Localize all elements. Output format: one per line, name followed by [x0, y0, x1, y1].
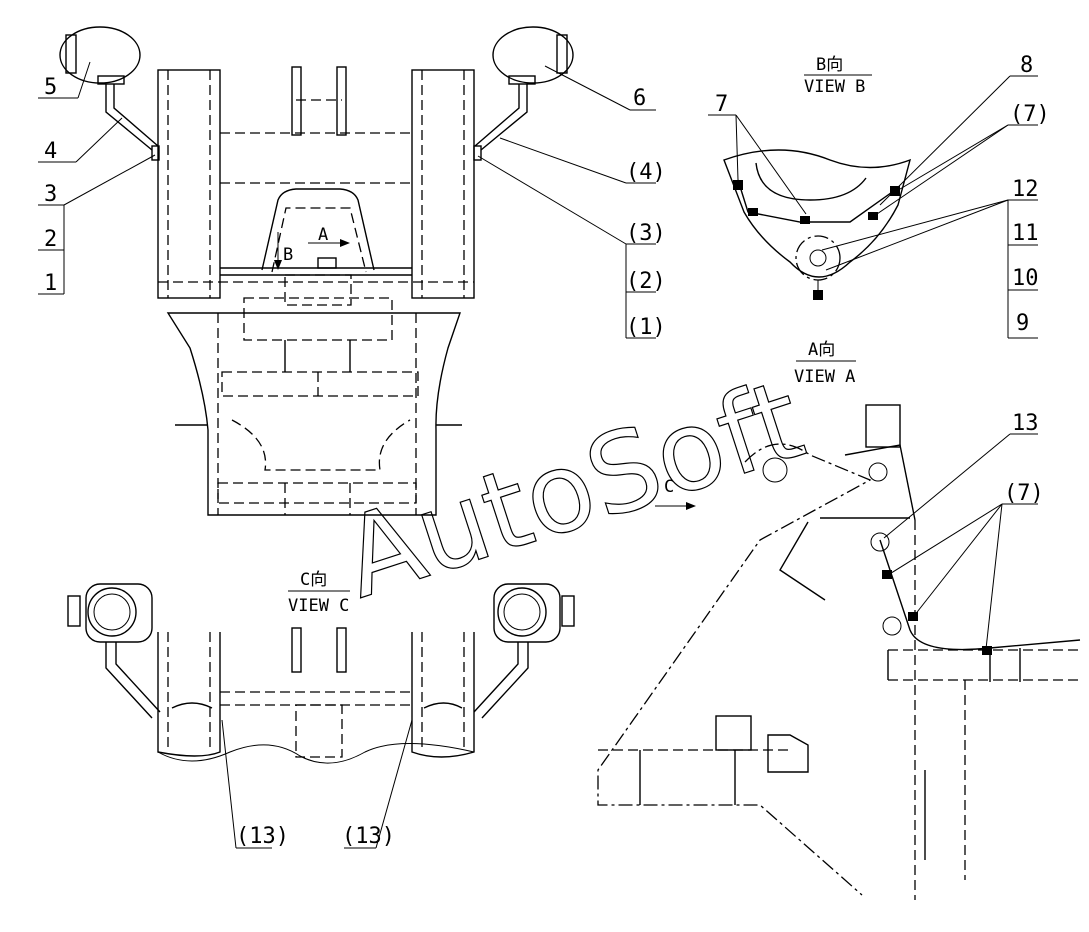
callout-13-right: (13) — [342, 824, 395, 849]
arrow-label-a: A — [318, 225, 328, 245]
main-front-view — [59, 26, 574, 516]
callout-8: 8 — [1020, 53, 1033, 78]
callout-13: 13 — [1012, 411, 1039, 436]
view-b-title: B向 — [816, 55, 843, 75]
view-direction-arrows: B A C — [274, 225, 696, 510]
view-c-detail: C向 VIEW C (13) (13) — [67, 570, 575, 849]
callout-2: 2 — [44, 227, 57, 252]
arrow-label-c: C — [664, 477, 674, 497]
callout-7: 7 — [715, 92, 728, 117]
arrow-label-b: B — [283, 245, 293, 265]
callout-1-ref: (1) — [626, 315, 666, 340]
view-a-title: A向 — [808, 340, 835, 360]
view-b-subtitle: VIEW B — [804, 77, 865, 97]
callout-10: 10 — [1012, 266, 1039, 291]
callout-3-ref: (3) — [626, 221, 666, 246]
callout-4: 4 — [44, 139, 57, 164]
callout-12: 12 — [1012, 177, 1039, 202]
callout-6: 6 — [633, 86, 646, 111]
view-a-detail: A向 VIEW A 13 (7) — [597, 340, 1081, 900]
view-a-subtitle: VIEW A — [794, 367, 855, 387]
view-c-title: C向 — [300, 570, 327, 590]
callout-9: 9 — [1016, 311, 1029, 336]
callout-3: 3 — [44, 182, 57, 207]
callout-4-ref: (4) — [626, 160, 666, 185]
callout-11: 11 — [1012, 221, 1039, 246]
main-left-callouts: 5 4 3 2 1 — [38, 61, 156, 296]
callout-1: 1 — [44, 271, 57, 296]
view-b-detail: B向 VIEW B 7 8 (7) 12 11 10 — [708, 53, 1050, 339]
watermark: AutoSoft — [328, 355, 817, 623]
callout-5: 5 — [44, 75, 57, 100]
callout-7-view-a: (7) — [1004, 481, 1044, 506]
main-right-callouts: 6 (4) (3) (2) (1) — [477, 65, 666, 340]
callout-7-ref: (7) — [1010, 102, 1050, 127]
callout-13-left: (13) — [236, 824, 289, 849]
view-c-subtitle: VIEW C — [288, 596, 349, 616]
callout-2-ref: (2) — [626, 269, 666, 294]
